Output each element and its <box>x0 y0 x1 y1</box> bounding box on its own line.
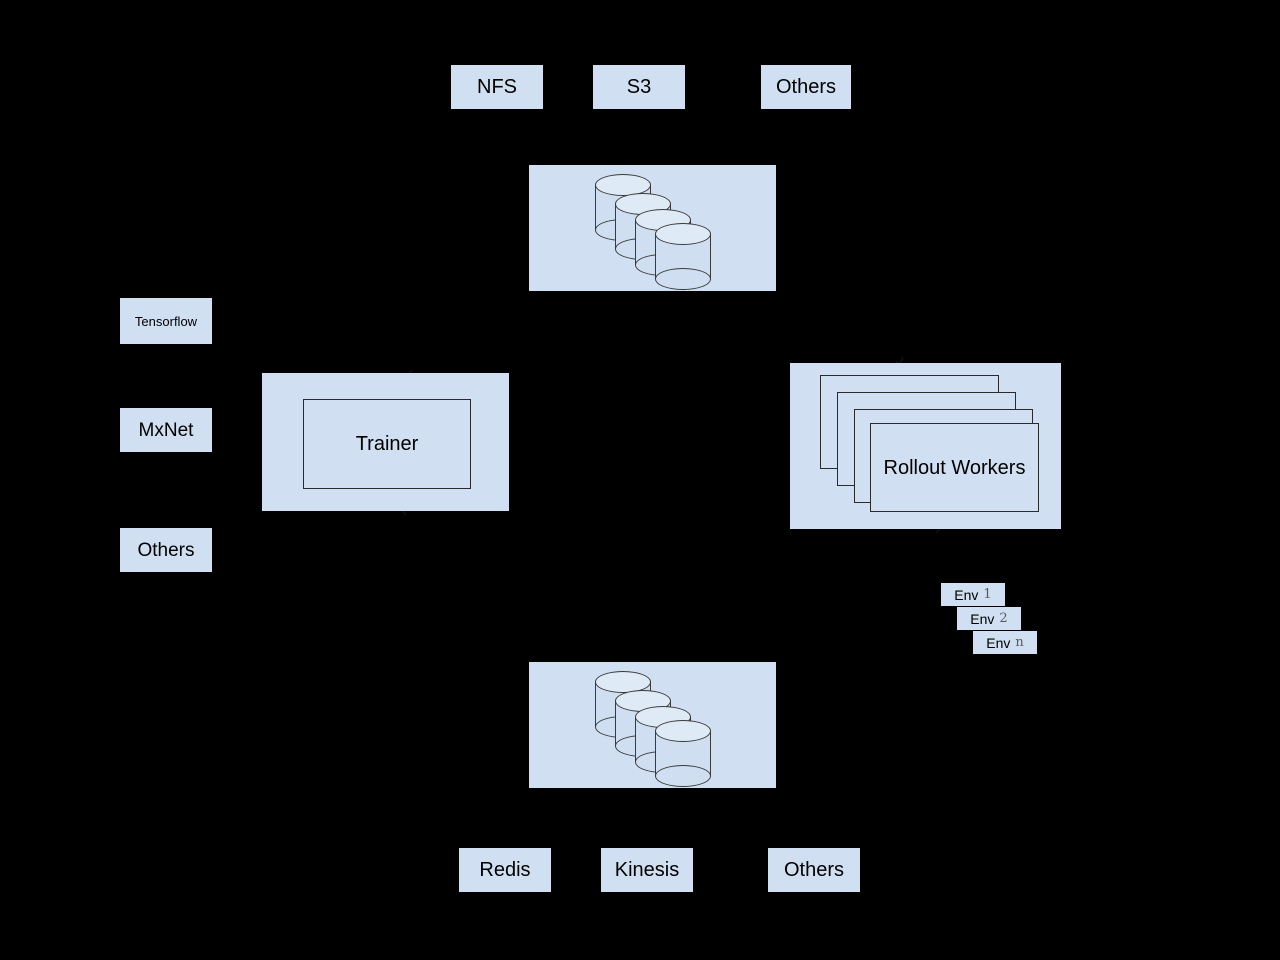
framework-mxnet-label: MxNet <box>138 419 194 441</box>
storage-backend-nfs-label: NFS <box>477 76 517 98</box>
environment-chip-n-number: n <box>1015 635 1024 650</box>
storage-backend-nfs[interactable]: NFS <box>451 65 543 109</box>
environment-chip-n-word: Env <box>986 634 1011 651</box>
streaming-backend-redis-label: Redis <box>479 859 531 881</box>
framework-tensorflow-label: Tensorflow <box>134 313 198 329</box>
environment-chip-1-word: Env <box>954 586 979 603</box>
streaming-backend-others[interactable]: Others <box>768 848 860 892</box>
framework-mxnet[interactable]: MxNet <box>120 408 212 452</box>
environment-chip-2-word: Env <box>970 610 995 627</box>
environment-chip-2-number: 2 <box>999 611 1008 626</box>
trainer-label: Trainer <box>355 433 419 455</box>
trainer-box[interactable]: Trainer <box>303 399 471 489</box>
streaming-backend-others-label: Others <box>783 859 845 881</box>
environment-chip-1[interactable]: Env 1 <box>941 583 1005 606</box>
storage-backend-s3[interactable]: S3 <box>593 65 685 109</box>
rollout-workers-label: Rollout Workers <box>883 456 1026 479</box>
database-cylinder-icon <box>655 223 711 290</box>
lower-datastore-panel[interactable] <box>529 662 776 788</box>
environment-chip-2[interactable]: Env 2 <box>957 607 1021 630</box>
framework-tensorflow[interactable]: Tensorflow <box>120 298 212 344</box>
framework-others-label: Others <box>137 539 195 561</box>
environment-chip-n[interactable]: Env n <box>973 631 1037 654</box>
upper-datastore-panel[interactable] <box>529 165 776 291</box>
storage-backend-others-label: Others <box>775 76 837 98</box>
environment-chip-1-number: 1 <box>983 587 992 602</box>
storage-backend-others[interactable]: Others <box>761 65 851 109</box>
streaming-backend-kinesis[interactable]: Kinesis <box>601 848 693 892</box>
rollout-workers-box[interactable]: Rollout Workers <box>870 423 1039 512</box>
framework-others[interactable]: Others <box>120 528 212 572</box>
database-cylinder-icon <box>655 720 711 787</box>
streaming-backend-redis[interactable]: Redis <box>459 848 551 892</box>
storage-backend-s3-label: S3 <box>626 76 652 98</box>
streaming-backend-kinesis-label: Kinesis <box>614 859 680 881</box>
